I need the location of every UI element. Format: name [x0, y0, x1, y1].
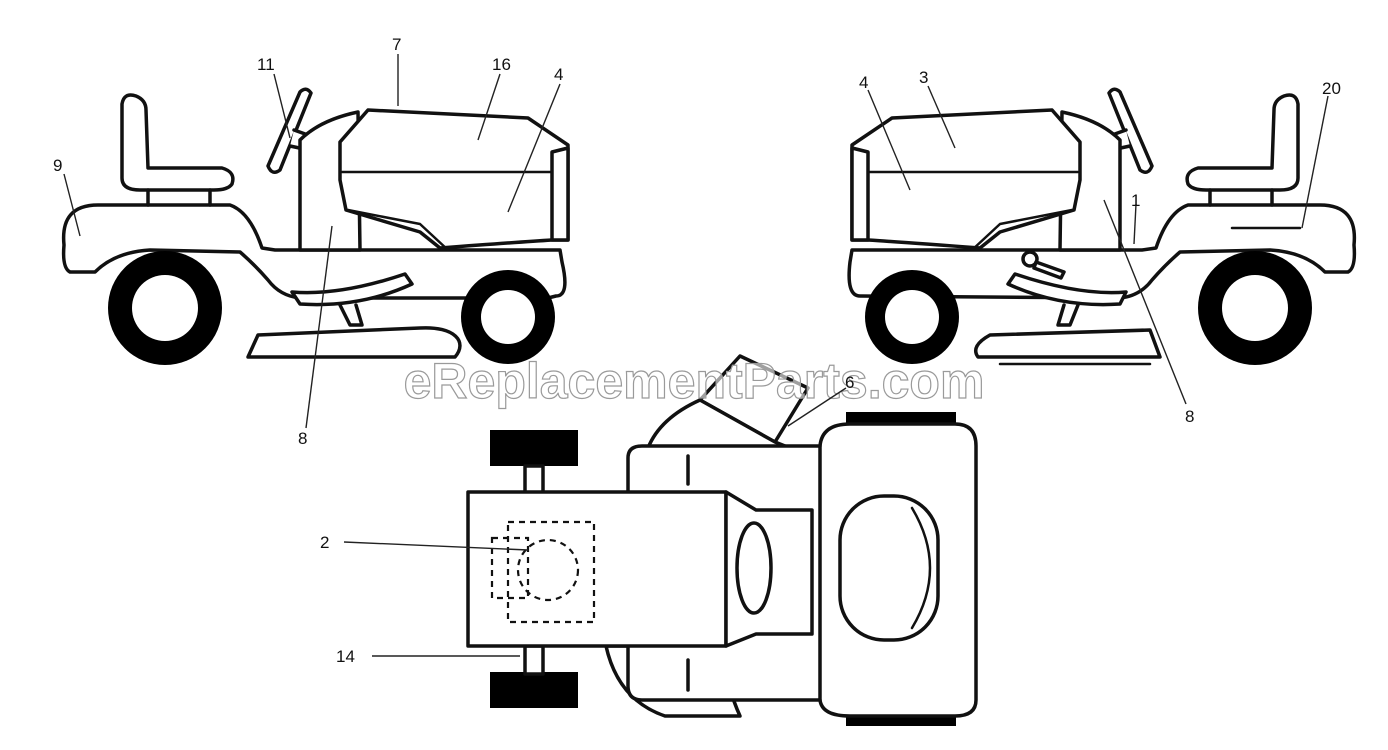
callout-labels: 9 11 7 16 4 8 4 3 20 1 8 6 2 14 — [53, 35, 1341, 666]
right-mower-deck — [974, 328, 1162, 359]
callout-4-left: 4 — [554, 65, 563, 84]
right-hood — [850, 108, 1082, 250]
right-seat — [1185, 93, 1300, 192]
callout-8-right: 8 — [1185, 407, 1194, 426]
callout-9: 9 — [53, 156, 62, 175]
callout-7: 7 — [392, 35, 401, 54]
mower-right-side-view — [847, 87, 1357, 366]
watermark: eReplacementParts.com — [404, 353, 985, 409]
callout-4-right: 4 — [859, 73, 868, 92]
mower-left-side-view — [61, 87, 570, 365]
top-front-left-wheel — [490, 430, 578, 466]
top-seat — [838, 494, 940, 642]
mower-top-view — [466, 354, 978, 726]
callout-8-left: 8 — [298, 429, 307, 448]
top-hood — [466, 490, 728, 648]
callout-6: 6 — [845, 373, 854, 392]
callout-2: 2 — [320, 533, 329, 552]
callout-14: 14 — [336, 647, 355, 666]
callout-11: 11 — [257, 55, 275, 74]
callout-16: 16 — [492, 55, 511, 74]
top-engine-outline — [490, 536, 530, 600]
left-seat — [120, 93, 235, 192]
callout-1: 1 — [1131, 191, 1140, 210]
left-hood — [338, 108, 570, 250]
callout-3: 3 — [919, 68, 928, 87]
top-front-right-wheel — [490, 672, 578, 708]
right-steering-wheel — [1107, 87, 1154, 174]
left-steering-wheel — [266, 87, 313, 174]
callout-20: 20 — [1322, 79, 1341, 98]
left-mower-deck — [246, 326, 462, 359]
leader-lines — [63, 54, 1329, 657]
